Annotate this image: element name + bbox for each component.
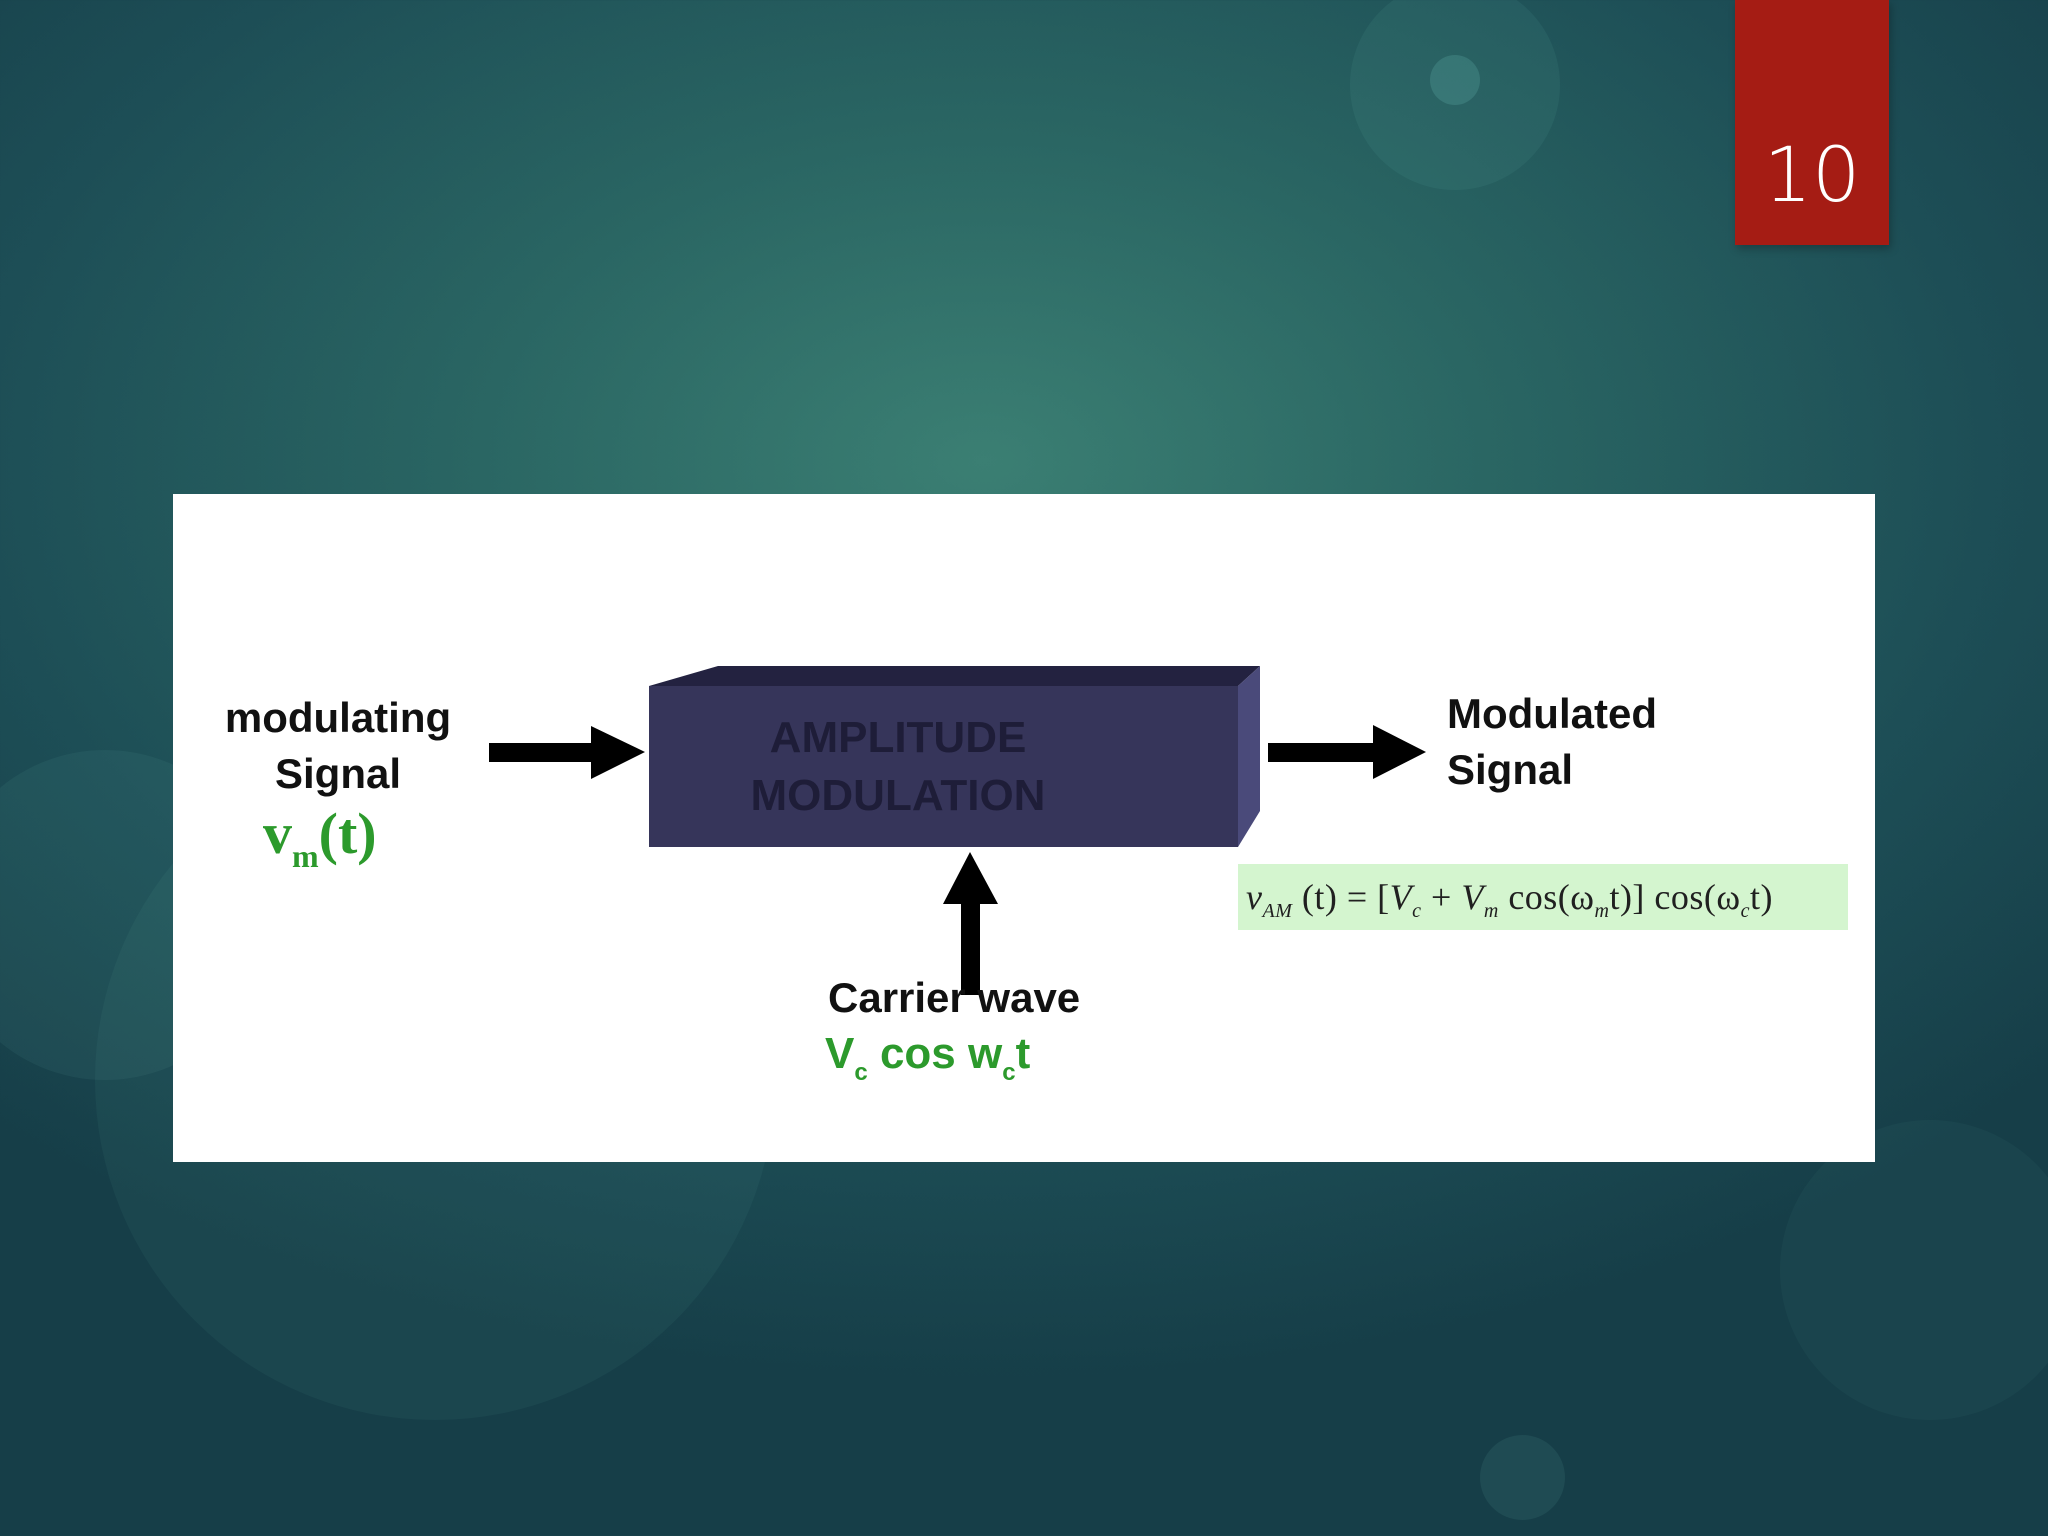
carrier-label: Carrier wave bbox=[828, 974, 1081, 1021]
am-block-diagram: AMPLITUDE MODULATION modulating Signal v… bbox=[173, 494, 1875, 1162]
am-equation: vAM (t) = [Vc + Vm cos(ωmt)] cos(ωct) bbox=[1238, 864, 1848, 930]
carrier-formula: Vc cos wct bbox=[825, 1026, 1030, 1101]
carrier-formula-sub1: c bbox=[854, 1059, 868, 1086]
output-label-line1: Modulated bbox=[1447, 690, 1657, 737]
background-bokeh bbox=[1350, 0, 1560, 190]
input-formula-sub: m bbox=[292, 838, 319, 874]
output-label: Modulated Signal bbox=[1447, 686, 1657, 798]
input-label-line1: modulating bbox=[224, 694, 452, 741]
slide-number-badge: 10 bbox=[1735, 0, 1889, 245]
input-label: modulating Signal bbox=[203, 690, 473, 802]
eq-part3: cos(ω bbox=[1498, 877, 1595, 917]
output-arrow bbox=[1268, 725, 1426, 779]
slide-number: 10 bbox=[1763, 130, 1861, 219]
block-side-face bbox=[1238, 666, 1260, 847]
block-label: AMPLITUDE MODULATION bbox=[668, 709, 1128, 825]
carrier-formula-t: t bbox=[1015, 1029, 1031, 1078]
eq-v-sub: AM bbox=[1262, 900, 1293, 922]
block-label-line1: AMPLITUDE bbox=[769, 713, 1027, 762]
background-bokeh bbox=[1430, 55, 1480, 105]
input-arrow bbox=[489, 726, 645, 779]
carrier-arrow bbox=[943, 852, 998, 995]
background-bokeh bbox=[1780, 1120, 2048, 1420]
input-formula-rest: (t) bbox=[318, 801, 377, 866]
eq-part4: t)] cos(ω bbox=[1609, 877, 1741, 917]
input-formula-v: v bbox=[263, 801, 292, 866]
eq-vm-sub: m bbox=[1483, 900, 1499, 922]
eq-part1: (t) = [ bbox=[1292, 877, 1390, 917]
input-label-line2: Signal bbox=[274, 750, 402, 797]
eq-v: v bbox=[1246, 877, 1263, 917]
eq-part2: + bbox=[1421, 877, 1462, 917]
carrier-formula-sub2: c bbox=[1002, 1059, 1016, 1086]
eq-part5: t) bbox=[1749, 877, 1773, 917]
eq-vc: V bbox=[1389, 877, 1413, 917]
block-front-face bbox=[649, 686, 1238, 847]
eq-w2-sub: c bbox=[1740, 900, 1750, 922]
diagram-graphics bbox=[489, 666, 1426, 995]
background-bokeh bbox=[1480, 1435, 1565, 1520]
output-label-line2: Signal bbox=[1447, 746, 1574, 793]
eq-vc-sub: c bbox=[1412, 900, 1422, 922]
eq-w1-sub: m bbox=[1594, 900, 1610, 922]
block-label-line2: MODULATION bbox=[750, 771, 1046, 820]
input-formula: vm(t) bbox=[263, 805, 377, 884]
block-top-face bbox=[649, 666, 1260, 686]
carrier-formula-v: V bbox=[825, 1029, 855, 1078]
eq-vm: V bbox=[1461, 877, 1484, 917]
carrier-formula-cos: cos w bbox=[867, 1029, 1003, 1078]
